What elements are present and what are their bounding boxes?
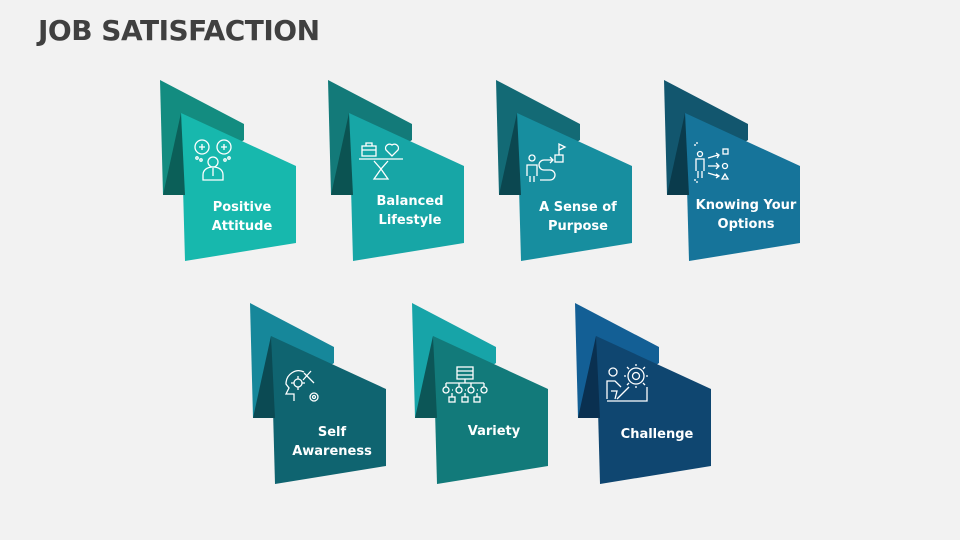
card-balanced-lifestyle: Balanced Lifestyle (328, 80, 468, 265)
card-shape (412, 303, 548, 484)
card-shape (250, 303, 386, 484)
card-shape (575, 303, 711, 484)
path-to-goal-icon (526, 142, 567, 182)
page-title: JOB SATISFACTION (38, 14, 320, 47)
options-icon (694, 142, 730, 183)
card-label: Positive Attitude (211, 200, 273, 234)
card-label: Challenge (620, 427, 694, 442)
card-shape (328, 80, 464, 261)
self-awareness-icon (284, 370, 319, 402)
card-label: Variety (467, 424, 521, 439)
card-sense-of-purpose: A Sense of Purpose (496, 80, 636, 265)
card-label: Balanced Lifestyle (376, 194, 444, 228)
card-self-awareness: Self Awareness (250, 303, 390, 488)
card-label: A Sense of Purpose (539, 200, 617, 234)
card-variety: Variety (412, 303, 552, 488)
hierarchy-icon (442, 366, 488, 403)
card-challenge: Challenge (575, 303, 715, 488)
card-label: Self Awareness (292, 425, 372, 459)
card-positive-attitude: Positive Attitude (160, 80, 300, 265)
card-shape (160, 80, 296, 261)
card-label: Knowing Your Options (695, 198, 797, 232)
work-life-balance-icon (359, 142, 403, 180)
positive-mind-icon (194, 139, 232, 181)
card-knowing-your-options: Knowing Your Options (664, 80, 804, 265)
card-shape (496, 80, 632, 261)
card-shape (664, 80, 800, 261)
climbing-gear-icon (606, 364, 648, 402)
